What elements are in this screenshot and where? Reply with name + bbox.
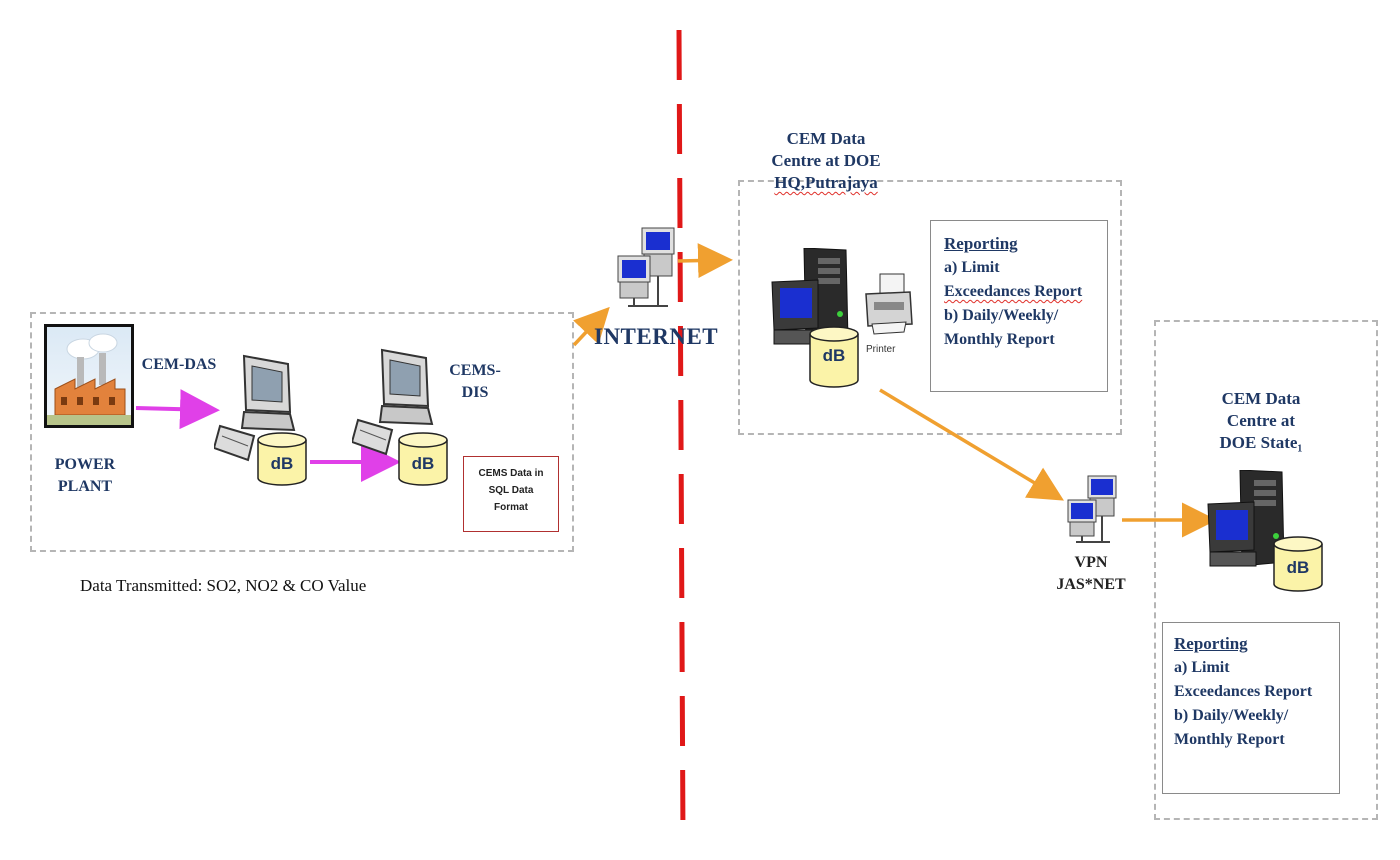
- cem-das-database-icon: dB: [256, 432, 308, 486]
- printer-label: Printer: [866, 344, 896, 355]
- internet-label: INTERNET: [594, 324, 719, 349]
- data-transmitted-caption: Data Transmitted: SO2, NO2 & CO Value: [80, 576, 367, 595]
- arrow-plant-to-das: [135, 389, 220, 430]
- hq-title-line3: HQ,Putrajaya: [774, 173, 878, 192]
- sql-data-format-box: CEMS Data in SQL Data Format: [463, 456, 559, 532]
- hq-server-icon: [770, 247, 854, 355]
- state-server-icon: [1206, 469, 1290, 577]
- sql-box-line1: CEMS Data in: [478, 468, 544, 479]
- network-divider-line: [676, 30, 686, 840]
- vpn-network-icon: [1064, 474, 1120, 551]
- cems-dis-computer-icon: [350, 346, 442, 463]
- state-report-line3: b) Daily/Weekly/: [1174, 707, 1289, 724]
- state-reporting-text: Reporting a) Limit Exceedances Report b)…: [1174, 632, 1336, 752]
- power-plant-line2: PLANT: [57, 478, 113, 495]
- state-reporting-box: [1162, 622, 1340, 794]
- state-report-line4: Monthly Report: [1174, 731, 1285, 748]
- hq-report-line4: Monthly Report: [944, 331, 1055, 348]
- arrow-hq-to-vpn: [879, 388, 1064, 501]
- state-reporting-heading: Reporting: [1174, 634, 1248, 653]
- printer-icon: [862, 272, 914, 347]
- plant-site-boundary: [30, 312, 574, 552]
- cem-das-db-label: dB: [270, 454, 294, 473]
- cems-dis-db-label: dB: [411, 454, 435, 473]
- vpn-line2: JAS*NET: [1056, 576, 1126, 593]
- hq-report-line3: b) Daily/Weekly/: [944, 307, 1059, 324]
- sql-box-line3: Format: [494, 502, 528, 513]
- state-title-line2: Centre at: [1226, 411, 1296, 430]
- internet-network-icon: [614, 226, 680, 315]
- hq-centre-boundary: [738, 180, 1122, 435]
- cems-dis-label: CEMS- DIS: [440, 360, 510, 404]
- state-centre-title: CEM Data Centre at DOE State₁: [1186, 388, 1336, 454]
- arrow-dis-to-internet: [572, 306, 610, 347]
- cem-das-label: CEM-DAS: [141, 356, 217, 373]
- state-database-icon: dB: [1272, 536, 1324, 592]
- cems-dis-line2: DIS: [461, 384, 489, 401]
- power-plant-label: POWER PLANT: [40, 454, 130, 498]
- state-db-label: dB: [1286, 558, 1310, 577]
- hq-database-icon: dB: [808, 326, 860, 388]
- hq-title-line1: CEM Data: [786, 129, 866, 148]
- cem-das-computer-icon: [212, 352, 304, 469]
- sql-box-line2: SQL Data: [488, 485, 534, 496]
- state-title-line1: CEM Data: [1221, 389, 1301, 408]
- hq-report-line2: Exceedances Report: [944, 283, 1083, 300]
- hq-reporting-heading: Reporting: [944, 234, 1018, 253]
- hq-report-line1: a) Limit: [944, 259, 1000, 276]
- arrow-internet-to-hq: [677, 243, 733, 279]
- power-plant-icon: [44, 324, 134, 428]
- vpn-line1: VPN: [1074, 554, 1108, 571]
- hq-centre-title: CEM Data Centre at DOE HQ,Putrajaya: [756, 128, 896, 194]
- state-centre-boundary: [1154, 320, 1378, 820]
- cems-dis-line1: CEMS-: [449, 362, 501, 379]
- state-report-line1: a) Limit: [1174, 659, 1230, 676]
- hq-reporting-text: Reporting a) Limit Exceedances Report b)…: [944, 232, 1104, 352]
- vpn-label: VPN JAS*NET: [1036, 552, 1146, 596]
- hq-db-label: dB: [822, 346, 846, 365]
- hq-title-line2: Centre at DOE: [771, 151, 881, 170]
- state-report-line2: Exceedances Report: [1174, 683, 1313, 700]
- state-title-line3: DOE State₁: [1219, 433, 1303, 452]
- power-plant-line1: POWER: [54, 456, 116, 473]
- cems-dis-database-icon: dB: [397, 432, 449, 486]
- hq-reporting-box: [930, 220, 1108, 392]
